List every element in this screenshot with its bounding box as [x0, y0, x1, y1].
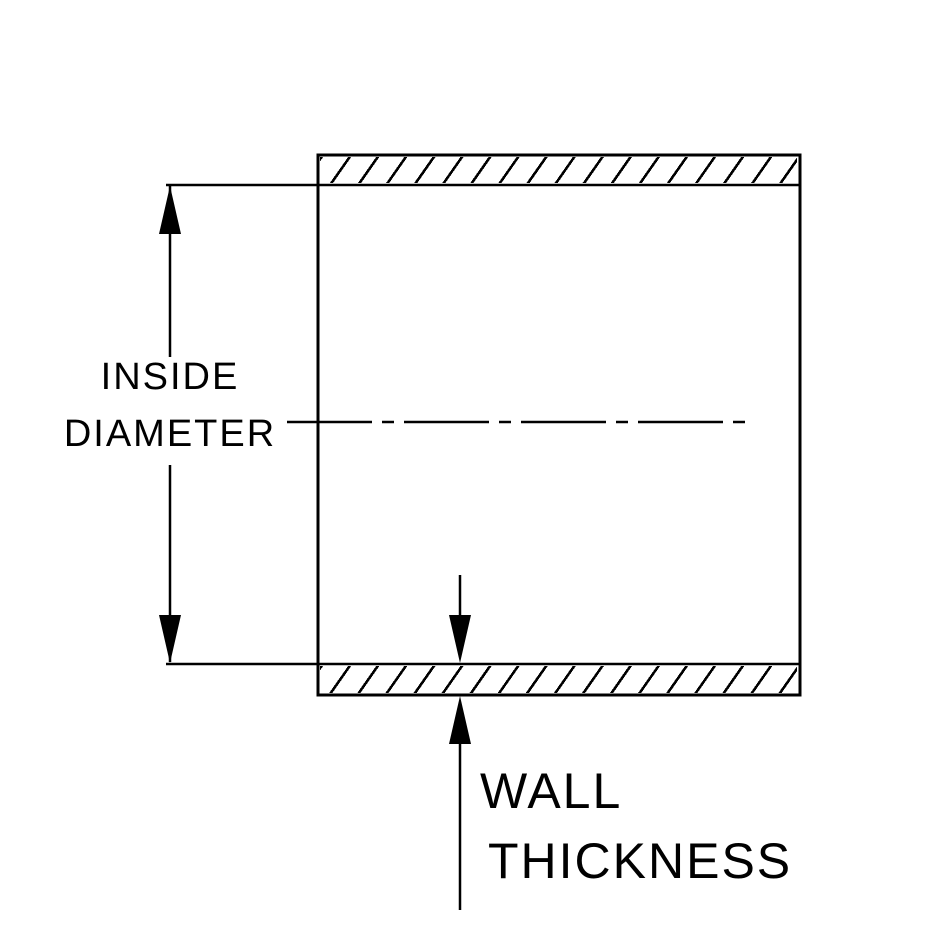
tube-outline	[316, 153, 802, 697]
dimension-arrow-down-icon	[159, 615, 181, 663]
dimension-arrow-up-icon	[159, 186, 181, 234]
wall-thickness-arrow-up-icon	[449, 696, 471, 744]
wall-thickness-arrow-down-icon	[449, 615, 471, 663]
inside-diameter-label-line1: INSIDE	[100, 356, 240, 398]
wall-thickness-label-line1: WALL	[480, 763, 623, 819]
wall-thickness-label-line2: THICKNESS	[488, 833, 793, 889]
bottom-wall-hatch	[320, 666, 797, 693]
top-wall-hatch	[320, 157, 797, 183]
inside-diameter-label: INSIDE DIAMETER	[40, 349, 300, 463]
inside-diameter-label-line2: DIAMETER	[63, 413, 277, 455]
